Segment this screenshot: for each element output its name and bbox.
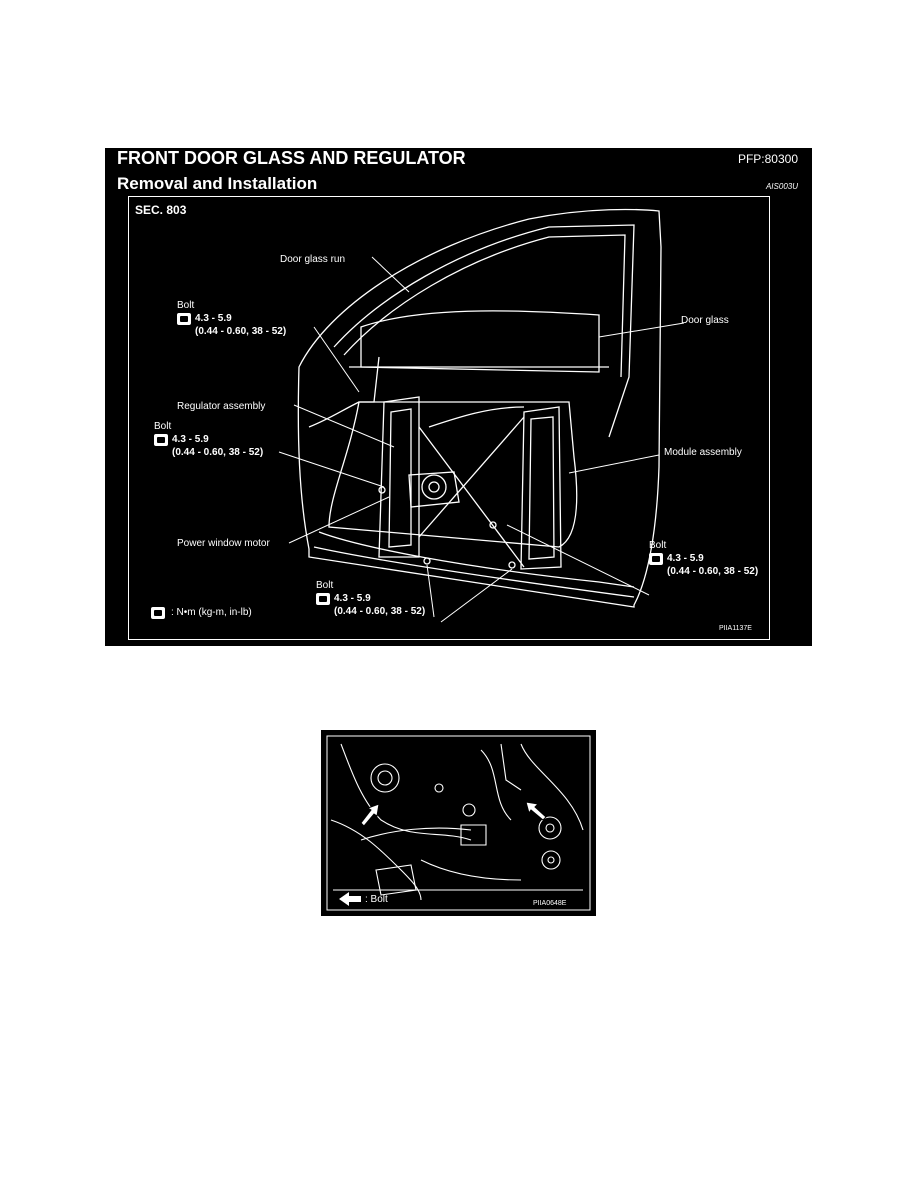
figure-title: FRONT DOOR GLASS AND REGULATOR [117,148,466,168]
bolt-torque: 4.3 - 5.9 [195,313,232,324]
door-glass-label: Door glass [681,315,729,326]
bolt-torque-alt: (0.44 - 0.60, 38 - 52) [195,326,287,337]
bolt-torque: 4.3 - 5.9 [667,553,704,564]
torque-icon [177,313,191,325]
power-window-motor-label: Power window motor [177,538,270,549]
bolt-location-drawing [326,735,591,911]
torque-icon [316,593,330,605]
bolt-torque-alt: (0.44 - 0.60, 38 - 52) [172,447,264,458]
bolt-torque: 4.3 - 5.9 [172,434,209,445]
reference-code: AIS003U [765,182,798,191]
bolt-arrows [360,801,547,827]
bolt-label: Bolt [154,421,172,432]
door-glass-regulator-figure: FRONT DOOR GLASS AND REGULATOR PFP:80300… [105,148,812,646]
bolt-label: Bolt [649,540,667,551]
door-glass-run-label: Door glass run [280,254,346,265]
section-label: SEC. 803 [135,203,187,217]
bolt-legend: : Bolt [365,894,388,905]
bolt-location-figure: : Bolt PIIA0648E [321,730,596,916]
torque-legend: : N•m (kg-m, in-lb) [171,607,252,618]
module-assembly-label: Module assembly [664,447,742,458]
regulator-assembly-label: Regulator assembly [177,401,266,412]
bolt-torque-alt: (0.44 - 0.60, 38 - 52) [334,606,426,617]
figure-subtitle: Removal and Installation [117,174,318,193]
bolt-label: Bolt [316,580,334,591]
bolt-torque: 4.3 - 5.9 [334,593,371,604]
arrow-left-icon [339,892,361,906]
image-code: PIIA1137E [719,625,752,632]
torque-icon [154,434,168,446]
bolt-torque-alt: (0.44 - 0.60, 38 - 52) [667,566,759,577]
diagram-panel: SEC. 803 [128,196,770,640]
image-code: PIIA0648E [533,900,567,907]
bolt-label: Bolt [177,300,195,311]
door-drawing [278,208,685,623]
torque-legend-icon [151,607,165,619]
pfp-code: PFP:80300 [737,152,798,166]
torque-icon [649,553,663,565]
